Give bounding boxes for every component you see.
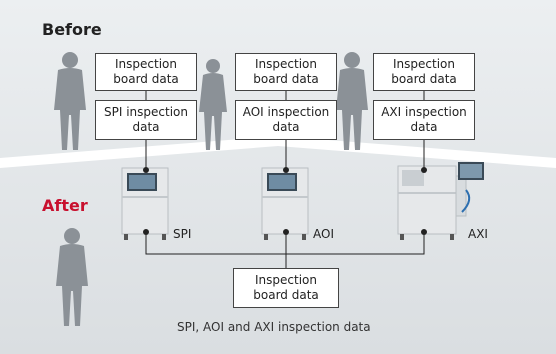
box-line: board data — [253, 72, 319, 86]
before-connectors — [145, 91, 425, 170]
person-silhouette-icon — [336, 52, 368, 150]
axi-inspection-data-box: AXI inspection data — [373, 100, 475, 140]
box-line: Inspection — [393, 57, 455, 71]
box-line: AOI inspection — [242, 105, 330, 119]
inspection-board-data-box-aoi: Inspection board data — [235, 53, 337, 91]
box-line: board data — [253, 288, 319, 302]
person-silhouette-icon — [56, 228, 88, 326]
after-caption: SPI, AOI and AXI inspection data — [177, 320, 371, 334]
box-line: Inspection — [255, 57, 317, 71]
divider-band — [0, 136, 556, 168]
aoi-inspection-data-box: AOI inspection data — [235, 100, 337, 140]
box-line: Inspection — [255, 273, 317, 287]
before-heading: Before — [42, 20, 102, 39]
after-heading: After — [42, 196, 88, 215]
spi-inspection-data-box: SPI inspection data — [95, 100, 197, 140]
inspection-board-data-box-axi: Inspection board data — [373, 53, 475, 91]
aoi-label: AOI — [313, 227, 334, 241]
person-silhouette-icon — [199, 59, 227, 150]
inspection-board-data-box-spi: Inspection board data — [95, 53, 197, 91]
box-line: board data — [391, 72, 457, 86]
person-silhouette-icon — [54, 52, 86, 150]
box-line: board data — [113, 72, 179, 86]
after-inspection-board-data-box: Inspection board data — [233, 268, 339, 308]
axi-machine-icon — [397, 162, 484, 240]
spi-machine-icon — [121, 167, 169, 240]
box-line: data — [272, 120, 300, 134]
box-line: data — [410, 120, 438, 134]
after-connectors — [145, 232, 425, 268]
axi-label: AXI — [468, 227, 488, 241]
box-line: Inspection — [115, 57, 177, 71]
box-line: data — [132, 120, 160, 134]
box-line: AXI inspection — [381, 105, 467, 119]
aoi-machine-icon — [261, 167, 309, 240]
box-line: SPI inspection — [104, 105, 188, 119]
spi-label: SPI — [173, 227, 192, 241]
